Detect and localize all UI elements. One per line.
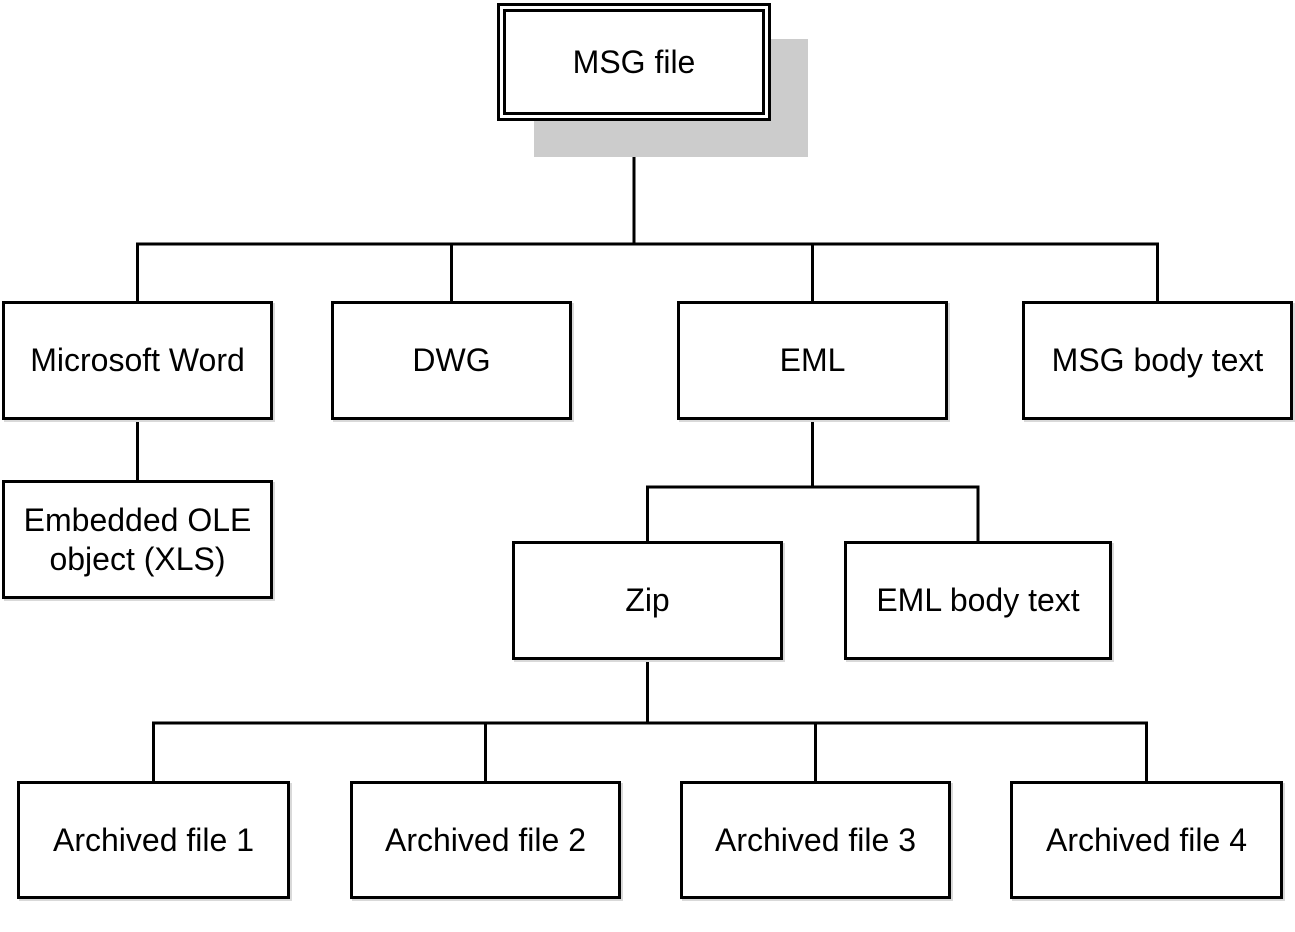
node-archived-file-3: Archived file 3 xyxy=(680,781,951,899)
node-archived-file-1: Archived file 1 xyxy=(17,781,290,899)
node-label: Zip xyxy=(625,582,670,619)
node-label: Archived file 4 xyxy=(1046,821,1247,858)
connector-zip-children-bus xyxy=(152,721,1148,781)
node-zip: Zip xyxy=(512,541,783,660)
node-microsoft-word: Microsoft Word xyxy=(2,301,273,420)
node-label: MSG file xyxy=(572,43,696,80)
node-label: Microsoft Word xyxy=(30,342,245,379)
node-label: Embedded OLE object (XLS) xyxy=(23,502,252,577)
node-label: DWG xyxy=(412,342,491,379)
node-label: Archived file 3 xyxy=(715,821,916,858)
node-label: MSG body text xyxy=(1051,342,1264,379)
root-inner-border: MSG file xyxy=(503,9,765,115)
node-embedded-ole-object: Embedded OLE object (XLS) xyxy=(2,480,273,599)
node-archived-file-2: Archived file 2 xyxy=(350,781,621,899)
node-archived-file-4: Archived file 4 xyxy=(1010,781,1283,899)
node-eml: EML xyxy=(677,301,948,420)
node-label: Archived file 1 xyxy=(53,821,254,858)
node-msg-body-text: MSG body text xyxy=(1022,301,1293,420)
connector-eml-children-bus xyxy=(646,485,980,541)
connector-msgfile-children-bus xyxy=(136,242,1159,301)
node-eml-body-text: EML body text xyxy=(844,541,1112,660)
node-label: EML xyxy=(779,342,846,379)
node-msg-file: MSG file xyxy=(497,3,771,121)
node-label: EML body text xyxy=(876,582,1080,619)
node-label: Archived file 2 xyxy=(385,821,586,858)
node-dwg: DWG xyxy=(331,301,572,420)
